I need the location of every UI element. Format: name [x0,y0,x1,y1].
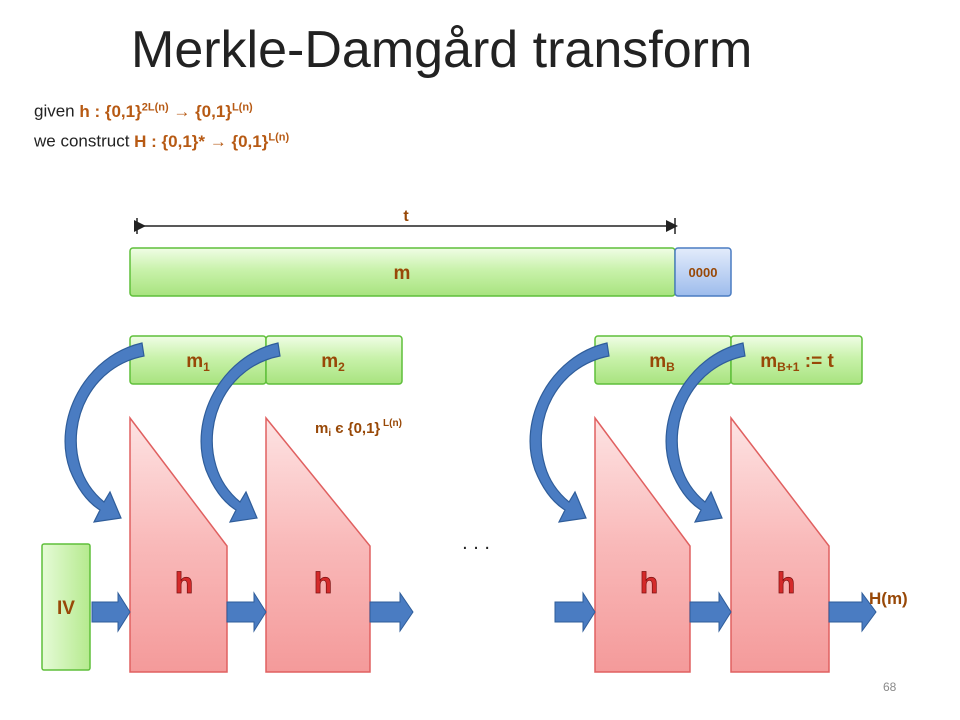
iv-block [41,543,91,671]
h-domain-exponent: 2L(n) [141,101,169,113]
h-codomain-exponent: L(n) [231,101,253,113]
chain-arrow-h2-out [369,591,414,633]
chain-arrow-h3-h4 [689,591,732,633]
compression-2: h [265,415,371,673]
compression-4: h [730,415,830,673]
block-m1-label: m1 [186,351,210,374]
h-label-3: h [640,567,658,600]
padding-label: 0000 [689,265,718,280]
construct-prefix: we construct [34,131,135,151]
chain-arrow-in-h3 [554,591,596,633]
domain-base: m [315,420,328,437]
h-box-4 [730,415,830,673]
page-number: 68 [883,680,897,694]
domain-sub: i [328,428,331,439]
domain-sup: L(n) [380,418,402,429]
feed-arrow-m1 [64,342,145,523]
ellipsis: . . . [462,532,490,554]
block-m2-label: m2 [321,351,345,374]
block-mB1-base: m [760,351,777,372]
h-signature: h : {0,1}2L(n) → {0,1}L(n) [79,101,253,121]
block-mB1-suffix: := t [799,351,834,372]
block-mB-base: m [649,351,666,372]
given-prefix: given [34,101,80,121]
h-label-2: h [314,567,332,600]
block-mB1-sub: B+1 [777,360,800,374]
given-line: given h : {0,1}2L(n) → {0,1}L(n) [34,101,253,122]
slide-title: Merkle-Damgård transform [131,21,753,79]
H-domain-codomain: H : {0,1}* → {0,1} [134,131,269,151]
block-mB-label: mB [649,351,675,374]
h-box-3 [594,415,691,673]
feed-arrow-m2 [200,342,281,523]
length-indicator: t [134,208,678,234]
h-codomain: → {0,1} [168,101,232,121]
construct-line: we construct H : {0,1}* → {0,1}L(n) [34,131,289,152]
block-m1-base: m [186,351,203,372]
block-m1-sub: 1 [203,360,210,374]
feed-arrow-mB1 [665,342,746,523]
message-bar: m 0000 [129,247,732,297]
chain-arrow-h1-h2 [226,591,267,633]
compression-3: h [594,415,691,673]
h-domain: h : {0,1} [79,101,142,121]
padding-block [674,247,732,297]
chain-arrows [91,591,877,633]
feed-arrow-mB [529,342,610,523]
feed-arrows [64,342,746,523]
block-m2-base: m [321,351,338,372]
chain-arrow-output [828,591,877,633]
h-label-4: h [777,567,795,600]
message-label: m [394,263,411,284]
h-label-1: h [175,567,193,600]
block-m2-sub: 2 [338,360,345,374]
iv-box: IV [41,543,91,671]
block-mB1-label: mB+1 := t [760,351,834,374]
output-label: H(m) [869,589,908,608]
block-mB-sub: B [666,360,675,374]
compression-1: h [129,415,228,673]
h-box-1 [129,415,228,673]
domain-set: є {0,1} [331,420,380,437]
length-label: t [403,208,409,225]
block-domain-note: mi є {0,1} L(n) [315,418,402,439]
iv-label: IV [57,598,75,619]
h-box-2 [265,415,371,673]
H-signature: H : {0,1}* → {0,1}L(n) [134,131,290,151]
H-codomain-exponent: L(n) [268,131,290,143]
chain-arrow-iv-h1 [91,591,131,633]
